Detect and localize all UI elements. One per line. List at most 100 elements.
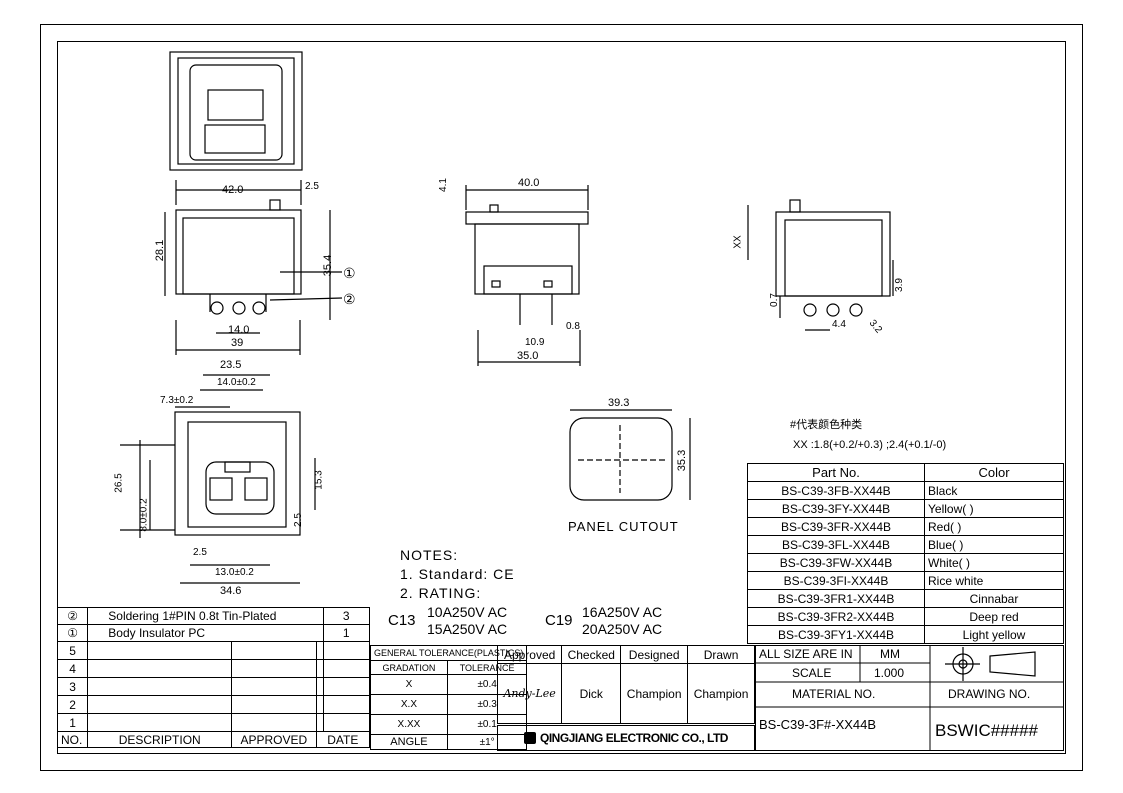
dim-label: 13.0±0.2 xyxy=(215,567,254,578)
part-number: BS-C39-3FR2-XX44B xyxy=(747,607,925,626)
part-color: Cinnabar xyxy=(924,589,1064,608)
rating-c13: C13 xyxy=(388,612,416,629)
revision-no: 4 xyxy=(56,659,89,678)
signoff-checked: Checked xyxy=(561,645,622,664)
dim-label: 35.0 xyxy=(517,350,539,362)
size-unit: MM xyxy=(880,647,900,661)
part-color: Black xyxy=(924,481,1064,500)
revision-no: 3 xyxy=(56,677,89,696)
panel-cutout xyxy=(569,409,691,501)
dim-label: 2.5 xyxy=(292,513,304,527)
side-view-left xyxy=(164,180,343,355)
bom-no: ② xyxy=(56,607,89,625)
approved-by: Andy-Lee xyxy=(496,663,563,724)
dim-label: XX xyxy=(732,235,744,249)
dim-label: 23.5 xyxy=(220,359,242,371)
part-number: BS-C39-3FL-XX44B xyxy=(747,535,925,554)
bom-qty: 1 xyxy=(322,624,371,642)
outer-border xyxy=(40,24,1083,771)
notes-title: NOTES: xyxy=(400,547,459,563)
part-color: White( ) xyxy=(924,553,1064,572)
gradation: X.X xyxy=(370,694,448,715)
signoff-drawn: Drawn xyxy=(687,645,755,664)
part-number: BS-C39-3FY1-XX44B xyxy=(747,625,925,644)
rev-header-desc: DESCRIPTION xyxy=(87,731,233,748)
signoff-designed: Designed xyxy=(620,645,689,664)
dim-label: 39 xyxy=(231,337,244,349)
revision-no: 2 xyxy=(56,695,89,714)
bom-qty: 3 xyxy=(322,607,371,625)
drawn-by: Champion xyxy=(687,663,755,724)
rating-c19-b: 20A250V AC xyxy=(582,621,663,637)
part-number: BS-C39-3FW-XX44B xyxy=(747,553,925,572)
bom-no: ① xyxy=(56,624,89,642)
bom-desc: Soldering 1#PIN 0.8t Tin-Plated xyxy=(87,607,324,625)
callout-2: ② xyxy=(343,291,356,307)
dim-label: 42.0 xyxy=(222,184,244,196)
parts-header-color: Color xyxy=(924,463,1064,482)
part-number: BS-C39-3FI-XX44B xyxy=(747,571,925,590)
drawing-label: DRAWING NO. xyxy=(948,687,1031,701)
inner-border xyxy=(57,41,1066,754)
side-view-right xyxy=(747,199,894,331)
dim-label: 14.0±0.2 xyxy=(217,377,256,388)
dim-label: 0.8 xyxy=(566,321,580,332)
dim-label: 28.1 xyxy=(154,239,167,262)
dim-label: 35.4 xyxy=(322,254,335,277)
gradation: X.XX xyxy=(370,714,448,735)
signoff-approved: Approved xyxy=(496,645,563,664)
part-number: BS-C39-3FR-XX44B xyxy=(747,517,925,536)
dim-label: 2.5 xyxy=(193,547,207,558)
part-color: Yellow( ) xyxy=(924,499,1064,518)
panel-cutout-label: PANEL CUTOUT xyxy=(568,519,679,534)
dim-label: 40.0 xyxy=(518,177,540,189)
part-number: BS-C39-3FY-XX44B xyxy=(747,499,925,518)
size-block xyxy=(755,645,1064,751)
dim-label: 15.3 xyxy=(313,470,325,490)
dim-label: 3.9 xyxy=(893,278,905,292)
dim-label: 0.7 xyxy=(768,293,780,307)
part-number: BS-C39-3FR1-XX44B xyxy=(747,589,925,608)
bom-desc: Body Insulator PC xyxy=(87,624,324,642)
revision-no: 5 xyxy=(56,641,89,660)
material-label: MATERIAL NO. xyxy=(792,687,876,701)
dim-label: 7.3±0.2 xyxy=(160,395,194,406)
company-logo-icon xyxy=(524,732,537,744)
scale-label: SCALE xyxy=(792,666,832,680)
dim-label: 14.0 xyxy=(228,324,250,336)
part-color: Light yellow xyxy=(924,625,1064,644)
dim-label: 2.5 xyxy=(305,181,319,192)
rev-header-approved: APPROVED xyxy=(231,731,317,748)
front-view xyxy=(169,51,303,171)
dim-label: 39.3 xyxy=(608,397,630,409)
revision-no: 1 xyxy=(56,713,89,732)
rating-c13-b: 15A250V AC xyxy=(427,621,508,637)
rating-c19: C19 xyxy=(545,612,573,629)
gradation-header: GRADATION xyxy=(370,660,448,675)
part-number: BS-C39-3FB-XX44B xyxy=(747,481,925,500)
dim-label: 8.0±0.2 xyxy=(138,498,150,532)
rev-header-no: NO. xyxy=(56,731,89,748)
dim-label: 35.3 xyxy=(676,449,689,472)
company-name: QINGJIANG ELECTRONIC CO., LTD xyxy=(540,731,728,745)
drawing-value: BSWIC##### xyxy=(935,721,1038,740)
rev-header-date: DATE xyxy=(315,731,371,748)
part-color: Blue( ) xyxy=(924,535,1064,554)
parts-header-part: Part No. xyxy=(747,463,925,482)
notes-standard: 1. Standard: CE xyxy=(400,566,515,582)
callout-1: ① xyxy=(343,265,356,281)
side-view-middle xyxy=(465,185,589,366)
gradation: X xyxy=(370,674,448,695)
part-color: Deep red xyxy=(924,607,1064,626)
dim-label: 4.4 xyxy=(832,319,846,330)
color-note-1: #代表颜色种类 xyxy=(790,419,863,431)
notes-rating: 2. RATING: xyxy=(400,585,482,601)
dim-label: 10.9 xyxy=(525,337,545,348)
face-view xyxy=(120,374,316,584)
projection-symbol xyxy=(945,647,1036,681)
scale-value: 1.000 xyxy=(874,666,905,680)
